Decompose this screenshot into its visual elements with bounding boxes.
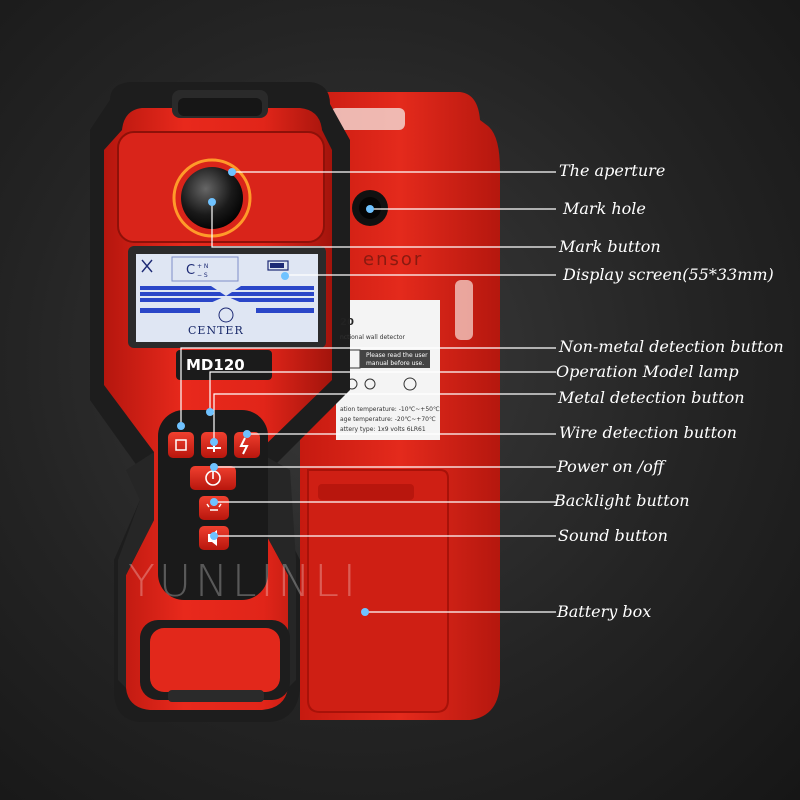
callout-backlight: Backlight button — [554, 491, 690, 510]
callout-wire: Wire detection button — [559, 423, 737, 442]
callout-metal: Metal detection button — [558, 388, 745, 407]
svg-text:− S: − S — [197, 272, 208, 279]
svg-text:+ N: + N — [197, 263, 208, 270]
watermark: YUNLINLI — [128, 556, 360, 607]
callout-mark-hole: Mark hole — [563, 199, 646, 218]
svg-text:C: C — [186, 263, 195, 278]
callout-leaders — [180, 171, 556, 613]
callout-sound: Sound button — [558, 526, 668, 545]
callout-mark-button: Mark button — [559, 237, 661, 256]
back-model-label: 20 — [340, 317, 354, 328]
callout-battery: Battery box — [557, 602, 652, 621]
back-top-window — [330, 108, 405, 130]
detector-front: C + N − S — [90, 82, 350, 722]
back-label-plate — [336, 300, 440, 440]
battery-cover[interactable] — [307, 469, 449, 713]
back-brand-label: ensor — [363, 249, 424, 270]
back-label-line: age temperature: -20℃~+70℃ — [340, 416, 436, 423]
back-side-window — [455, 280, 473, 340]
callout-aperture: The aperture — [559, 161, 666, 180]
callout-display-screen: Display screen(55*33mm) — [563, 265, 774, 284]
back-label-line: nctional wall detector — [340, 334, 406, 341]
callout-power: Power on /off — [557, 457, 665, 476]
back-label-line: ation temperature: -10℃~+50℃ — [340, 406, 440, 413]
back-label-line: attery type: 1x9 volts 6LR61 — [340, 426, 426, 433]
back-label-line: manual before use. — [366, 360, 425, 367]
back-label-line: Please read the user — [366, 352, 428, 359]
callout-operation-lamp: Operation Model lamp — [556, 362, 739, 381]
lcd-center-label: CENTER — [188, 324, 244, 337]
callout-non-metal: Non-metal detection button — [559, 337, 784, 356]
model-label: MD120 — [186, 356, 245, 374]
non-metal-button[interactable] — [168, 432, 194, 458]
callout-dots — [177, 168, 374, 616]
